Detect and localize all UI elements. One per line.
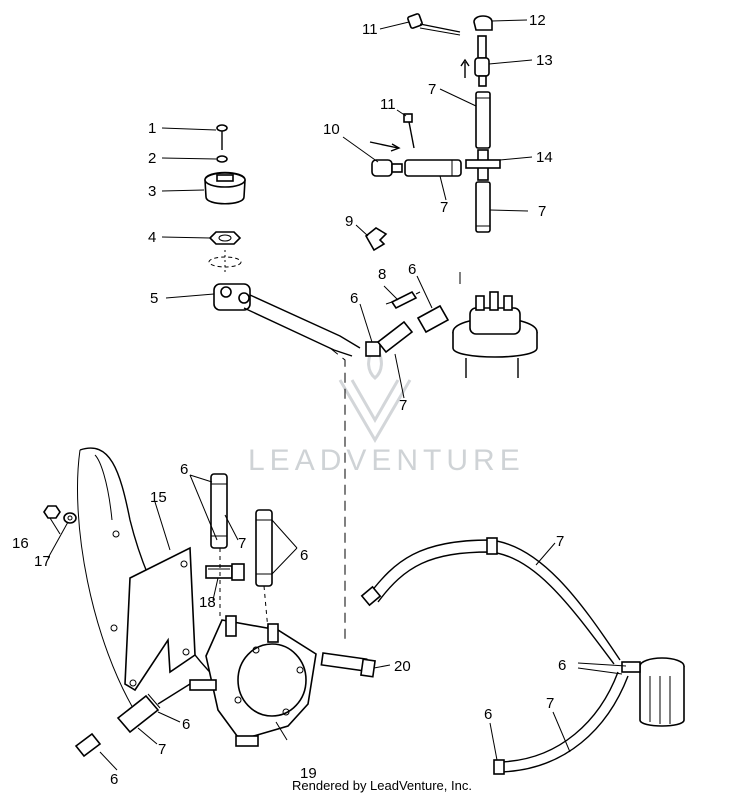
callout-19: 19 [300, 765, 317, 782]
callout-7-h: 7 [546, 695, 554, 712]
part-5-fuel-valve [213, 283, 251, 311]
callout-5: 5 [150, 290, 158, 307]
in-line-fuel-filter [621, 657, 685, 727]
credit-text: Rendered by LeadVenture, Inc. [292, 778, 472, 793]
callout-18: 18 [199, 594, 216, 611]
callout-6-a: 6 [350, 290, 358, 307]
pump-hose-left-upper [210, 473, 228, 549]
part-15-bracket [124, 546, 196, 692]
watermark-logo-icon [338, 342, 412, 443]
part-11-lower-clamp [403, 113, 415, 149]
callout-17: 17 [34, 553, 51, 570]
routing-dashed-line [329, 347, 346, 640]
part-16-nut [43, 505, 61, 519]
part-11-top-clamp [407, 13, 461, 36]
part-13-check-valve [460, 35, 490, 87]
part-17-washer [63, 512, 77, 524]
callout-1: 1 [148, 120, 156, 137]
part-12-cap [473, 15, 493, 31]
frame-rail [77, 447, 241, 721]
watermark-text: LEADVENTURE [248, 444, 525, 477]
callout-12: 12 [529, 12, 546, 29]
hose-segment-7-left [376, 320, 414, 354]
callout-7-g: 7 [158, 741, 166, 758]
callout-6-e: 6 [558, 657, 566, 674]
hose-vertical-upper [475, 91, 491, 149]
part-4-nut [208, 231, 242, 245]
leader-lines [47, 19, 627, 771]
callout-8: 8 [378, 266, 386, 283]
hose-fitting-6-left [365, 341, 381, 357]
part-1-screw [216, 124, 228, 150]
fuel-tank-sender [452, 272, 538, 378]
callout-7-d: 7 [440, 199, 448, 216]
callout-6-c: 6 [180, 461, 188, 478]
callout-7-f: 7 [556, 533, 564, 550]
pump-hose-right-upper [255, 509, 273, 587]
part-19-fuel-pump [189, 615, 317, 747]
hose-fitting-6-right [416, 304, 450, 334]
part-8-inline-filter [385, 290, 421, 310]
part-2-washer [216, 155, 228, 163]
callout-20: 20 [394, 658, 411, 675]
callout-4: 4 [148, 229, 156, 246]
callout-11-b: 11 [380, 96, 396, 113]
long-hose-7 [360, 537, 621, 665]
callout-16: 16 [12, 535, 29, 552]
lock-ring [208, 250, 242, 274]
part-9-clip [364, 227, 388, 252]
lower-return-hose [493, 671, 629, 775]
callout-6-f: 6 [182, 716, 190, 733]
callout-6-d: 6 [300, 547, 308, 564]
callout-7-c: 7 [538, 203, 546, 220]
callout-6-b: 6 [408, 261, 416, 278]
callout-6-g: 6 [484, 706, 492, 723]
callout-9: 9 [345, 213, 353, 230]
valve-hose [243, 294, 361, 357]
callout-14: 14 [536, 149, 553, 166]
callout-13: 13 [536, 52, 553, 69]
callout-15: 15 [150, 489, 167, 506]
part-14-tee-fitting [465, 149, 501, 181]
callout-10: 10 [323, 121, 340, 138]
hose-horizontal-upper [404, 159, 462, 177]
part-18-bolt [205, 563, 245, 581]
callout-11-a: 11 [362, 21, 378, 38]
part-10-fitting [369, 141, 403, 177]
part-20-bolt [320, 652, 376, 678]
hose-vertical-lower [475, 181, 491, 233]
callout-7-a: 7 [399, 397, 407, 414]
callout-7-b: 7 [428, 81, 436, 98]
callout-2: 2 [148, 150, 156, 167]
callout-7-e: 7 [238, 535, 246, 552]
watermark: LEADVENTURE [248, 342, 525, 477]
callout-labels: 1 2 3 4 5 6 6 7 8 9 10 11 11 12 13 7 14 … [12, 12, 566, 788]
part-3-knob [204, 171, 246, 205]
pump-outlet-hose [116, 683, 191, 734]
callout-3: 3 [148, 183, 156, 200]
callout-6-h: 6 [110, 771, 118, 788]
pump-outlet-fitting [74, 732, 102, 758]
